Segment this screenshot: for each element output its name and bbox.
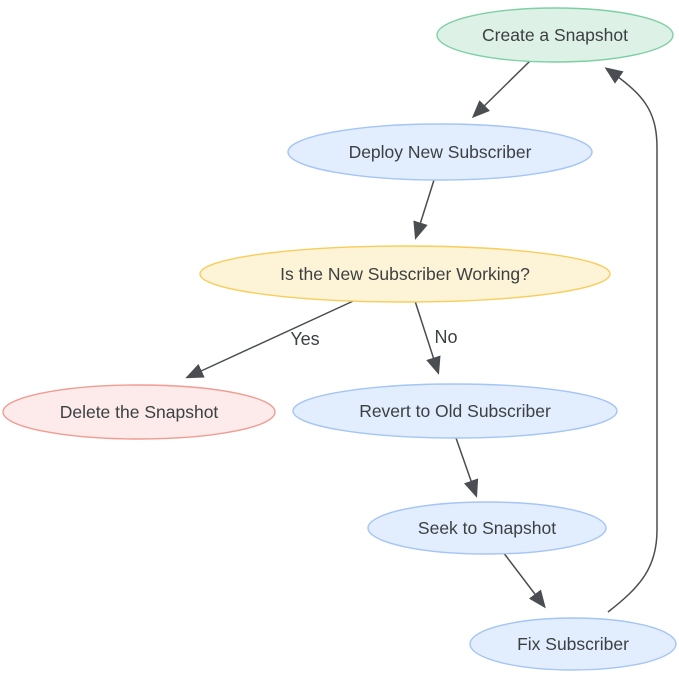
- node-deploy-new-subscriber-label: Deploy New Subscriber: [349, 142, 532, 162]
- edge-working-no-revert-arrow: [414, 300, 441, 375]
- node-create-snapshot: Create a Snapshot: [436, 7, 674, 63]
- node-deploy-new-subscriber-shape: [287, 123, 593, 181]
- edge-working-yes-delete-arrow: [185, 296, 363, 379]
- node-is-new-subscriber-working-label: Is the New Subscriber Working?: [280, 264, 530, 284]
- node-delete-the-snapshot: Delete the Snapshot: [2, 384, 276, 440]
- node-create-snapshot-shape: [436, 7, 674, 63]
- node-deploy-new-subscriber: Deploy New Subscriber: [287, 123, 593, 181]
- node-seek-to-snapshot-label: Seek to Snapshot: [418, 518, 556, 538]
- edge-seek-to-fix-arrow: [502, 551, 546, 609]
- node-delete-the-snapshot-label: Delete the Snapshot: [60, 402, 219, 422]
- edge-fix-back-to-create-arrow: [604, 67, 658, 613]
- node-is-new-subscriber-working: Is the New Subscriber Working?: [199, 245, 611, 303]
- node-fix-subscriber: Fix Subscriber: [469, 617, 677, 671]
- node-revert-to-old-subscriber-label: Revert to Old Subscriber: [359, 401, 551, 421]
- edge-revert-to-seek-arrow: [455, 437, 479, 498]
- node-fix-subscriber-shape: [469, 617, 677, 671]
- node-fix-subscriber-label: Fix Subscriber: [517, 634, 629, 654]
- node-delete-the-snapshot-shape: [2, 384, 276, 440]
- node-revert-to-old-subscriber: Revert to Old Subscriber: [292, 383, 618, 439]
- node-create-snapshot-label: Create a Snapshot: [482, 25, 628, 45]
- edges-layer: [185, 60, 658, 613]
- edge-working-yes-delete-label: Yes: [290, 329, 319, 349]
- node-seek-to-snapshot-shape: [367, 501, 607, 555]
- edge-working-no-revert-label: No: [434, 327, 457, 347]
- edge-create-to-deploy-arrow: [471, 60, 531, 119]
- node-seek-to-snapshot: Seek to Snapshot: [367, 501, 607, 555]
- edge-deploy-to-working-arrow: [413, 179, 435, 240]
- edge-labels-layer: Yes No: [290, 327, 457, 349]
- node-revert-to-old-subscriber-shape: [292, 383, 618, 439]
- node-is-new-subscriber-working-shape: [199, 245, 611, 303]
